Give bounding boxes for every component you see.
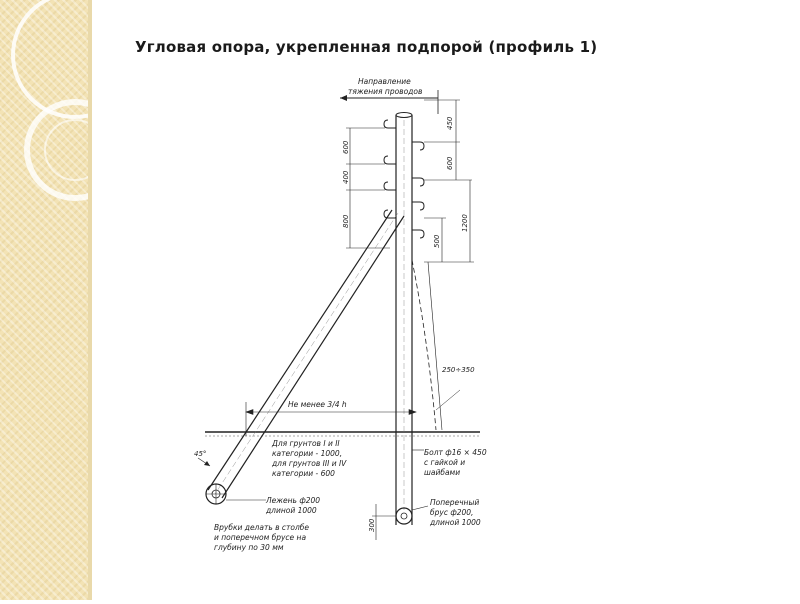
dim-500-right: 500 (433, 234, 441, 248)
svg-text:Поперечный: Поперечный (430, 498, 479, 507)
deflection-dashed-line (411, 259, 461, 431)
three-quarter-h-dimension (245, 402, 417, 436)
bench-note: Лежень ф200 длиной 1000 (226, 496, 320, 515)
svg-text:шайбами: шайбами (424, 468, 460, 477)
bench-log (205, 483, 227, 505)
cuts-note: Врубки делать в столбе и поперечном брус… (214, 523, 309, 552)
dim-450-right: 450 (446, 116, 454, 130)
svg-text:длиной 1000: длиной 1000 (265, 506, 317, 515)
sidebar-edge (88, 0, 92, 600)
direction-arrow (340, 90, 439, 114)
ground-line (205, 431, 480, 437)
svg-text:Для грунтов I и II: Для грунтов I и II (271, 439, 340, 448)
right-dimension-chain (424, 99, 474, 263)
left-dimension-chain (346, 127, 390, 249)
sidebar-circles-ornament (11, 0, 139, 201)
svg-text:Лежень ф200: Лежень ф200 (265, 496, 320, 505)
svg-text:категории - 600: категории - 600 (272, 469, 335, 478)
svg-text:глубину по 30 мм: глубину по 30 мм (214, 543, 284, 552)
strut (207, 209, 405, 499)
dim-800-left: 800 (342, 214, 350, 228)
svg-text:брус ф200,: брус ф200, (430, 508, 473, 517)
svg-text:категории - 1000,: категории - 1000, (272, 449, 342, 458)
dim-600-right: 600 (446, 156, 454, 170)
slide-title: Угловая опора, укрепленная подпорой (про… (135, 38, 598, 56)
svg-text:для грунтов III и IV: для грунтов III и IV (271, 459, 347, 468)
svg-text:и поперечном брусе на: и поперечном брусе на (214, 533, 306, 542)
decorative-sidebar (0, 0, 139, 600)
dim-600-left: 600 (342, 140, 350, 154)
dim-400-left: 400 (342, 170, 350, 184)
dim-300-marker (372, 504, 396, 540)
angle-marker (197, 457, 211, 467)
svg-text:с гайкой и: с гайкой и (424, 458, 465, 467)
insulator-hooks (383, 119, 425, 239)
crossbar-note: Поперечный брус ф200, длиной 1000 (411, 498, 481, 527)
direction-label-line2: тяжения проводов (348, 87, 422, 96)
crossbar-log (395, 507, 413, 525)
not-less-label: Не менее 3/4 h (288, 400, 347, 409)
direction-label-line1: Направление (358, 77, 411, 86)
dim-1200-right: 1200 (461, 214, 469, 232)
dim-250-350: 250÷350 (442, 366, 475, 374)
svg-text:Болт ф16 × 450: Болт ф16 × 450 (424, 448, 487, 457)
svg-text:Врубки делать в столбе: Врубки делать в столбе (214, 523, 309, 532)
dim-300: 300 (368, 518, 376, 532)
angle-label: 45° (194, 450, 206, 458)
soil-note: Для грунтов I и II категории - 1000, для… (271, 439, 347, 478)
svg-text:длиной 1000: длиной 1000 (429, 518, 481, 527)
main-pole (395, 112, 413, 525)
bolt-note: Болт ф16 × 450 с гайкой и шайбами (412, 448, 487, 477)
angle-pole-diagram: Направление тяжения проводов 600 400 800… (194, 77, 487, 552)
